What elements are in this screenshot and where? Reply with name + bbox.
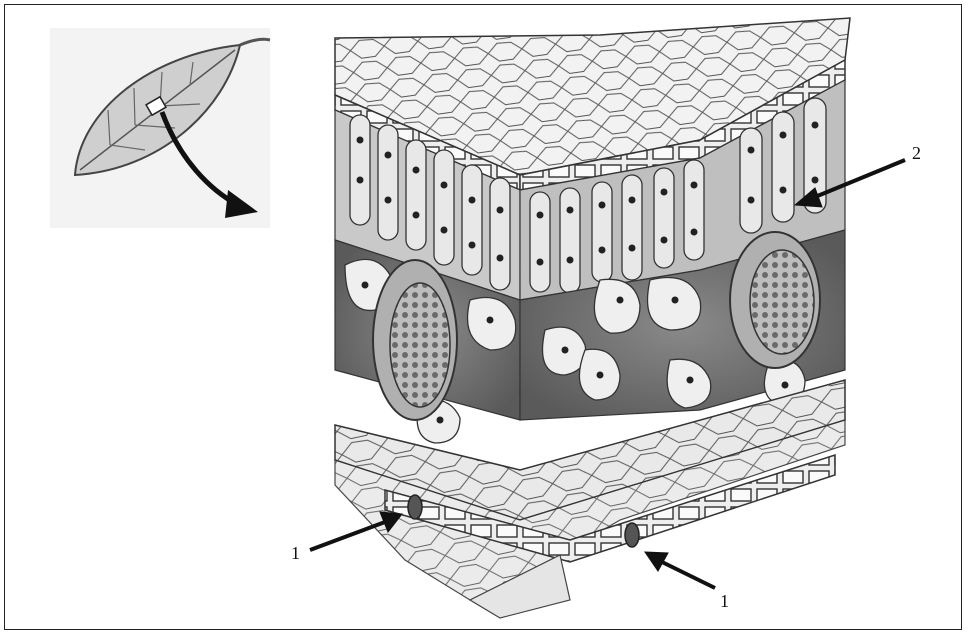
stoma-left (408, 495, 422, 519)
label-stoma-left: 1 (291, 544, 300, 562)
leaf-icon (50, 28, 270, 228)
label-stoma-right: 1 (720, 592, 729, 610)
label-palisade: 2 (912, 144, 921, 162)
vascular-bundle-left (373, 260, 457, 420)
stoma-right (625, 523, 639, 547)
vascular-bundle-right (730, 232, 820, 368)
